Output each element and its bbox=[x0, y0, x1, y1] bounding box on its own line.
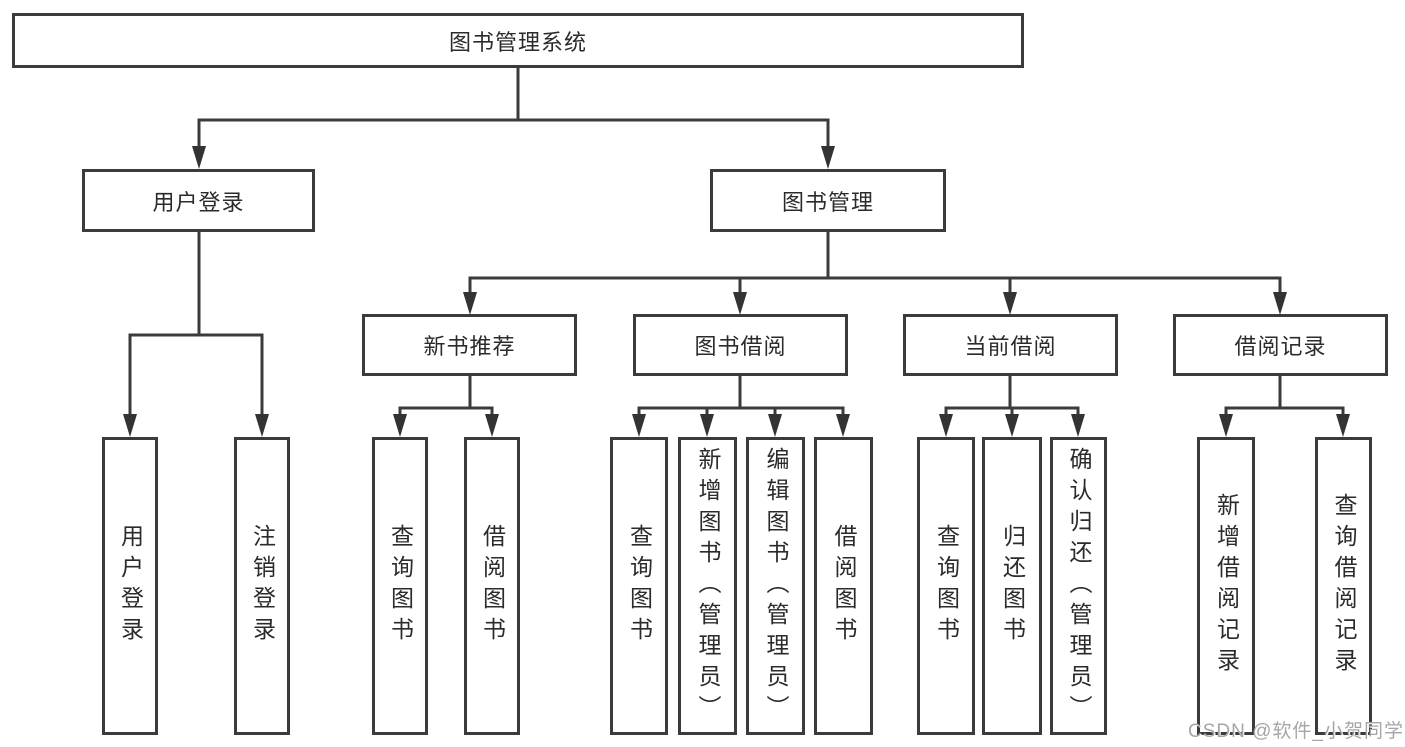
arrowhead bbox=[255, 414, 269, 437]
node-label: 借阅图书 bbox=[831, 524, 857, 648]
arrowheads bbox=[123, 146, 1350, 437]
arrowhead bbox=[632, 414, 646, 437]
node-label: 图书管理 bbox=[781, 189, 874, 215]
node-current-borrow: 当前借阅 bbox=[903, 314, 1118, 376]
arrowhead bbox=[1219, 414, 1233, 437]
node-label: 图书管理系统 bbox=[448, 29, 587, 55]
node-borrow-record: 借阅记录 bbox=[1173, 314, 1388, 376]
arrowhead bbox=[700, 414, 714, 437]
leaf-record-add-record: 新增借阅记录 bbox=[1197, 437, 1255, 735]
arrowhead bbox=[733, 292, 747, 315]
arrowhead bbox=[192, 146, 206, 169]
node-label: 借阅记录 bbox=[1234, 334, 1327, 359]
connector-userlogin-to-leaves bbox=[128, 232, 264, 416]
arrowhead bbox=[1273, 292, 1287, 315]
arrowhead bbox=[123, 414, 137, 437]
node-label: 新增图书（管理员） bbox=[695, 446, 721, 726]
node-label: 新增借阅记录 bbox=[1213, 493, 1240, 679]
node-label: 确认归还（管理员） bbox=[1066, 446, 1092, 726]
connector-newbook-to-leaves bbox=[398, 376, 494, 416]
node-label: 新书推荐 bbox=[423, 334, 516, 359]
node-label: 用户登录 bbox=[117, 524, 144, 648]
node-label: 用户登录 bbox=[152, 189, 245, 215]
leaf-logout: 注销登录 bbox=[234, 437, 290, 735]
connector-borrowrecord-to-leaves bbox=[1224, 376, 1345, 416]
leaf-record-query-record: 查询借阅记录 bbox=[1315, 437, 1372, 735]
arrowhead bbox=[393, 414, 407, 437]
arrowhead bbox=[463, 292, 477, 315]
leaf-newbook-borrow-book: 借阅图书 bbox=[464, 437, 520, 735]
leaf-current-query-book: 查询图书 bbox=[917, 437, 975, 735]
node-label: 编辑图书（管理员） bbox=[763, 446, 789, 726]
arrowhead bbox=[485, 414, 499, 437]
arrowhead bbox=[821, 146, 835, 169]
leaf-borrow-add-book-admin: 新增图书（管理员） bbox=[678, 437, 737, 735]
csdn-watermark: CSDN @软件_小贺同学 bbox=[1188, 721, 1404, 742]
leaf-current-return-book: 归还图书 bbox=[982, 437, 1042, 735]
leaf-user-login: 用户登录 bbox=[102, 437, 158, 735]
leaf-borrow-query-book: 查询图书 bbox=[610, 437, 668, 735]
node-book-management: 图书管理 bbox=[710, 169, 946, 232]
node-label: 当前借阅 bbox=[964, 334, 1057, 359]
connector-root-to-level2 bbox=[197, 68, 830, 148]
arrowhead bbox=[1003, 292, 1017, 315]
arrowhead bbox=[939, 414, 953, 437]
leaf-newbook-query-book: 查询图书 bbox=[372, 437, 428, 735]
node-new-book-recommend: 新书推荐 bbox=[362, 314, 577, 376]
leaf-borrow-edit-book-admin: 编辑图书（管理员） bbox=[746, 437, 805, 735]
node-label: 图书借阅 bbox=[694, 334, 787, 359]
arrowhead bbox=[1071, 414, 1085, 437]
node-label: 借阅图书 bbox=[479, 524, 506, 648]
node-label: 归还图书 bbox=[999, 524, 1026, 648]
connector-bookmgmt-to-level3 bbox=[468, 232, 1282, 294]
connector-currentborrow-to-leaves bbox=[944, 376, 1080, 416]
arrowhead bbox=[1005, 414, 1019, 437]
leaf-current-confirm-return-admin: 确认归还（管理员） bbox=[1050, 437, 1107, 735]
node-label: 注销登录 bbox=[249, 524, 276, 648]
arrowhead bbox=[836, 414, 850, 437]
node-label: 查询图书 bbox=[626, 524, 653, 648]
node-label: 查询图书 bbox=[387, 524, 414, 648]
node-label: 查询借阅记录 bbox=[1331, 493, 1357, 679]
arrowhead bbox=[768, 414, 782, 437]
node-label: 查询图书 bbox=[933, 524, 960, 648]
node-book-borrow: 图书借阅 bbox=[633, 314, 848, 376]
arrowhead bbox=[1336, 414, 1350, 437]
leaf-borrow-borrow-book: 借阅图书 bbox=[814, 437, 873, 735]
node-user-login: 用户登录 bbox=[82, 169, 315, 232]
node-root-system: 图书管理系统 bbox=[12, 13, 1024, 68]
connector-bookborrow-to-leaves bbox=[637, 376, 845, 416]
